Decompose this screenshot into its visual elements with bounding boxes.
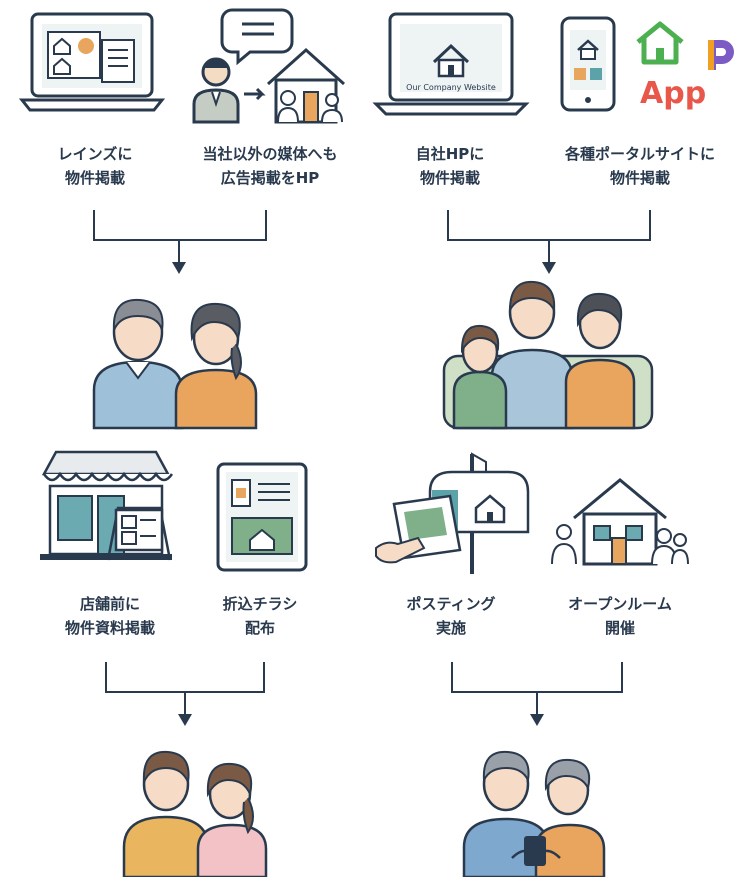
agent-advertising-icon <box>192 8 346 124</box>
smartphone-icon <box>560 16 616 112</box>
family-on-sofa-illustration <box>442 280 654 430</box>
couple-illustration-1 <box>92 298 258 430</box>
label-reins-listing: レインズに物件掲載 <box>57 145 133 187</box>
company-website-label: Our Company Website <box>406 83 496 92</box>
young-couple-illustration <box>122 750 268 877</box>
laptop-listing-icon <box>18 12 166 112</box>
flyer-icon <box>216 462 308 572</box>
label-portal-sites-listing: 各種ポータルサイトに物件掲載 <box>564 145 715 187</box>
label-flyer-distribution: 折込チラシ配布 <box>222 595 298 637</box>
company-website-laptop-icon <box>372 12 530 116</box>
connector-arrow-right-1 <box>447 210 651 274</box>
connector-arrow-right-2 <box>451 662 623 726</box>
elderly-couple-illustration <box>462 750 606 877</box>
app-logo-text: App <box>640 76 707 111</box>
connector-arrow-left-1 <box>93 210 267 274</box>
open-house-icon <box>551 478 689 566</box>
connector-arrow-left-2 <box>105 662 265 726</box>
label-other-media-ads: 当社以外の媒体へも広告掲載をHP <box>202 145 338 187</box>
label-own-hp-listing: 自社HPに物件掲載 <box>415 145 485 187</box>
green-house-app-icon <box>636 21 684 65</box>
label-open-room: オープンルーム開催 <box>568 595 672 637</box>
storefront-icon <box>40 450 174 561</box>
label-storefront-materials: 店舗前に物件資料掲載 <box>64 595 155 637</box>
mailbox-posting-icon <box>375 452 530 574</box>
label-posting: ポスティング実施 <box>406 595 496 637</box>
portal-p-logo-icon <box>708 40 734 70</box>
